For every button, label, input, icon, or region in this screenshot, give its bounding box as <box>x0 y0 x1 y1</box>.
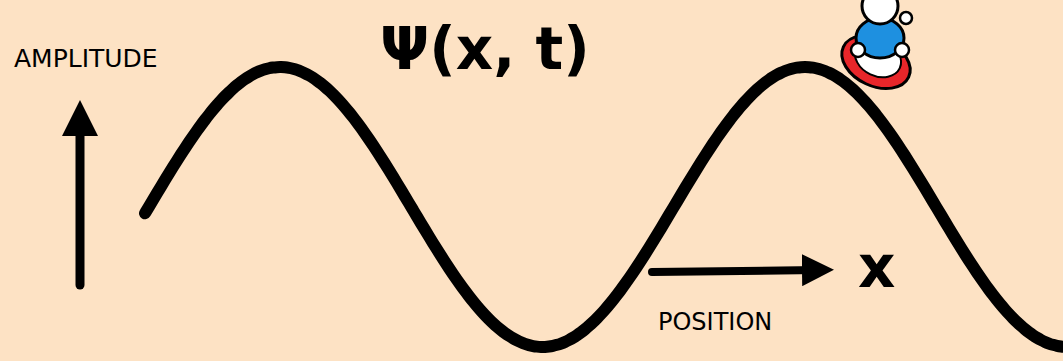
axis-label: POSITION <box>658 310 772 334</box>
amplitude-arrow <box>76 118 85 285</box>
position-arrow <box>652 270 818 272</box>
surfer-figure <box>833 0 919 99</box>
axis-label: AMPLITUDE <box>14 46 158 71</box>
variable-label: x <box>858 238 895 296</box>
wavefunction-label: Ψ(x, t) <box>380 20 590 78</box>
wave-curve <box>145 67 1063 347</box>
